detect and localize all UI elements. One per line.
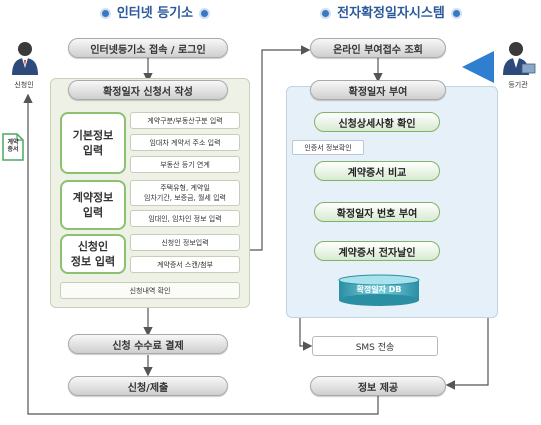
certificate-check-label: 인증서 정보확인 xyxy=(292,140,364,155)
contract-document-label: 계약 증서 xyxy=(7,139,19,153)
right-title-text: 전자확정일자시스템 xyxy=(337,6,445,21)
registrar-person-icon xyxy=(503,42,536,75)
online-receipt-step: 온라인 부여접수 조회 xyxy=(310,38,446,58)
category-label: 계약정보 xyxy=(72,191,114,204)
bullet-dot-icon xyxy=(450,8,462,19)
contract-document-icon xyxy=(2,133,24,161)
login-step: 인터넷등기소 접속 / 로그인 xyxy=(68,38,228,58)
registrar-label: 등기관 xyxy=(508,81,528,89)
info-provision-step: 정보 제공 xyxy=(310,376,446,396)
submission-step: 신청/제출 xyxy=(68,376,228,396)
fixed-date-grant-step: 확정일자 부여 xyxy=(310,80,446,100)
parties-info-input-item: 임대인, 임차인 정보 입력 xyxy=(130,210,240,227)
number-assign-step: 확정일자 번호 부여 xyxy=(314,202,440,222)
category-label: 정보 입력 xyxy=(70,255,116,268)
electronic-seal-step: 계약증서 전자날인 xyxy=(314,241,440,261)
left-title-text: 인터넷 등기소 xyxy=(116,6,194,21)
database-icon xyxy=(338,274,420,306)
fee-payment-step: 신청 수수료 결제 xyxy=(68,334,228,354)
bullet-dot-icon xyxy=(199,8,211,19)
category-label: 입력 xyxy=(82,144,104,157)
contract-compare-step: 계약증서 비교 xyxy=(314,161,440,181)
applicant-info-input-item: 신청인 정보입력 xyxy=(130,234,240,251)
contract-scan-attach-item: 계약증서 스캔/첨부 xyxy=(130,256,240,273)
applicant-person-icon xyxy=(12,42,38,75)
applicant-label: 신청인 xyxy=(14,81,34,89)
left-system-title: 인터넷 등기소 xyxy=(70,2,240,21)
application-detail-check-step: 신청상세사항 확인 xyxy=(314,112,440,132)
category-label: 기본정보 xyxy=(72,129,114,142)
sms-send-step: SMS 전송 xyxy=(312,336,438,356)
category-label: 입력 xyxy=(82,206,104,219)
db-label: 확정일자 DB xyxy=(356,285,402,294)
application-review-item: 신청내역 확인 xyxy=(60,282,240,299)
right-system-title: 전자확정일자시스템 xyxy=(298,2,484,21)
contract-type-input-item: 계약구분/부동산구분 입력 xyxy=(130,112,240,129)
lease-address-input-item: 임대차 계약서 주소 입력 xyxy=(130,134,240,151)
bullet-dot-icon xyxy=(99,8,111,19)
category-label: 신청인 xyxy=(77,240,109,253)
registry-link-item: 부동산 등기 연계 xyxy=(130,156,240,173)
bullet-dot-icon xyxy=(320,8,332,19)
contract-details-input-item: 주택유형, 계약일 임차기간, 보증금, 월세 입력 xyxy=(130,180,240,206)
application-form-step: 확정일자 신청서 작성 xyxy=(68,80,228,100)
